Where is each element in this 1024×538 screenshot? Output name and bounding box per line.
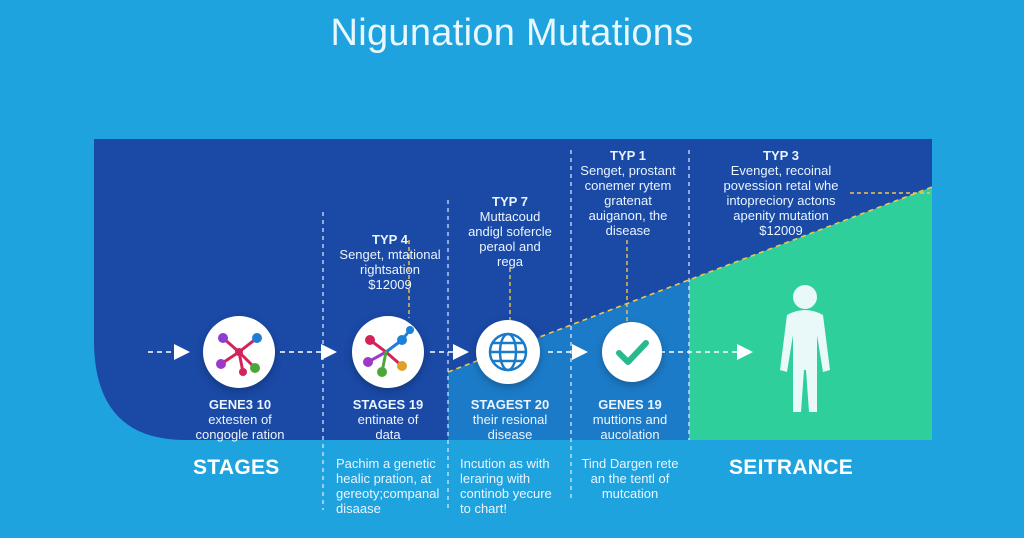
type-heading: TYP 1 bbox=[610, 148, 646, 163]
bottom-note-line: Pachim a genetic bbox=[336, 456, 436, 471]
bottom-note-line: continob yecure bbox=[460, 486, 552, 501]
stage-caption-line: congogle ration bbox=[195, 427, 285, 442]
type-line: intopreciory actons bbox=[726, 193, 836, 208]
stage-caption-heading: GENE3 10 bbox=[208, 397, 272, 412]
type-line: auiganon, the bbox=[588, 208, 668, 223]
type-line: rightsation bbox=[360, 262, 420, 277]
section-label-seitrance: SEITRANCE bbox=[729, 456, 854, 479]
stage-caption-line: data bbox=[375, 427, 401, 442]
bottom-note-line: Tind Dargen rete bbox=[581, 456, 679, 471]
bottom-note-line: leraring with bbox=[460, 471, 531, 486]
vertical-connectors bbox=[322, 150, 690, 510]
stage-caption-line: aucolation bbox=[600, 427, 660, 442]
type-line: $12009 bbox=[368, 277, 412, 292]
type-line: povession retal whe bbox=[723, 178, 839, 193]
type-heading: TYP 4 bbox=[372, 232, 408, 247]
bottom-note-line: gereoty;companal bbox=[336, 486, 440, 501]
type-heading: TYP 7 bbox=[492, 194, 528, 209]
section-label-stages: STAGES bbox=[193, 456, 280, 479]
type-line: andigl sofercle bbox=[468, 224, 552, 239]
stage-circle-4[interactable] bbox=[602, 322, 662, 382]
stage-circle-3[interactable] bbox=[476, 320, 540, 384]
stage-caption-2: STAGES 19 entinate of data bbox=[328, 397, 448, 442]
type-line: disease bbox=[605, 223, 651, 238]
human-figure-icon bbox=[780, 285, 830, 412]
stage-caption-heading: GENES 19 bbox=[598, 397, 662, 412]
short-dashes bbox=[408, 192, 930, 328]
bottom-note-1: Pachim a genetic healic pration, at gere… bbox=[336, 456, 446, 516]
checkmark-icon bbox=[616, 340, 649, 365]
molecule-network-icon bbox=[363, 326, 414, 377]
stage-caption-4: GENES 19 muttions and aucolation bbox=[572, 397, 688, 442]
stage-caption-line: extesten of bbox=[208, 412, 272, 427]
globe-icon bbox=[488, 332, 528, 372]
bottom-note-3: Tind Dargen rete an the tentl of mutcati… bbox=[574, 456, 686, 501]
stage-circle-1[interactable] bbox=[203, 316, 275, 388]
type-line: conemer rytem bbox=[584, 178, 672, 193]
type-block-typ4: TYP 4 Senget, mtational rightsation $120… bbox=[320, 232, 460, 292]
bottom-note-line: mutcation bbox=[601, 486, 659, 501]
type-block-typ3: TYP 3 Evenget, recoinal povession retal … bbox=[706, 148, 856, 238]
stage-circle-2[interactable] bbox=[352, 316, 424, 388]
stage-caption-line: their resional bbox=[472, 412, 548, 427]
type-line: gratenat bbox=[604, 193, 652, 208]
stage-caption-3: STAGEST 20 their resional disease bbox=[450, 397, 570, 442]
stage-caption-line: muttions and bbox=[592, 412, 668, 427]
type-block-typ1: TYP 1 Senget, prostant conemer rytem gra… bbox=[566, 148, 690, 238]
type-line: $12009 bbox=[759, 223, 803, 238]
page-title: Nigunation Mutations bbox=[330, 12, 694, 54]
stage-caption-1: GENE3 10 extesten of congogle ration bbox=[180, 397, 300, 442]
stage-caption-line: disease bbox=[487, 427, 533, 442]
stage-caption-line: entinate of bbox=[357, 412, 419, 427]
type-line: Senget, prostant bbox=[580, 163, 676, 178]
bottom-note-2: Incution as with leraring with continob … bbox=[460, 456, 570, 516]
type-line: peraol and bbox=[479, 239, 541, 254]
type-line: Muttacoud bbox=[479, 209, 541, 224]
type-block-typ7: TYP 7 Muttacoud andigl sofercle peraol a… bbox=[450, 194, 570, 269]
bottom-note-line: disaase bbox=[336, 501, 381, 516]
type-line: Senget, mtational bbox=[339, 247, 441, 262]
arrow-heads bbox=[174, 344, 753, 360]
bottom-note-line: an the tentl of bbox=[590, 471, 670, 486]
type-line: apenity mutation bbox=[733, 208, 829, 223]
bottom-note-line: healic pration, at bbox=[336, 471, 432, 486]
stage-caption-heading: STAGEST 20 bbox=[470, 397, 550, 412]
molecule-icon bbox=[216, 333, 262, 376]
type-line: rega bbox=[496, 254, 524, 269]
type-line: Evenget, recoinal bbox=[730, 163, 832, 178]
bottom-note-line: Incution as with bbox=[460, 456, 550, 471]
bottom-note-line: to chart! bbox=[460, 501, 507, 516]
type-heading: TYP 3 bbox=[763, 148, 799, 163]
stage-caption-heading: STAGES 19 bbox=[352, 397, 424, 412]
